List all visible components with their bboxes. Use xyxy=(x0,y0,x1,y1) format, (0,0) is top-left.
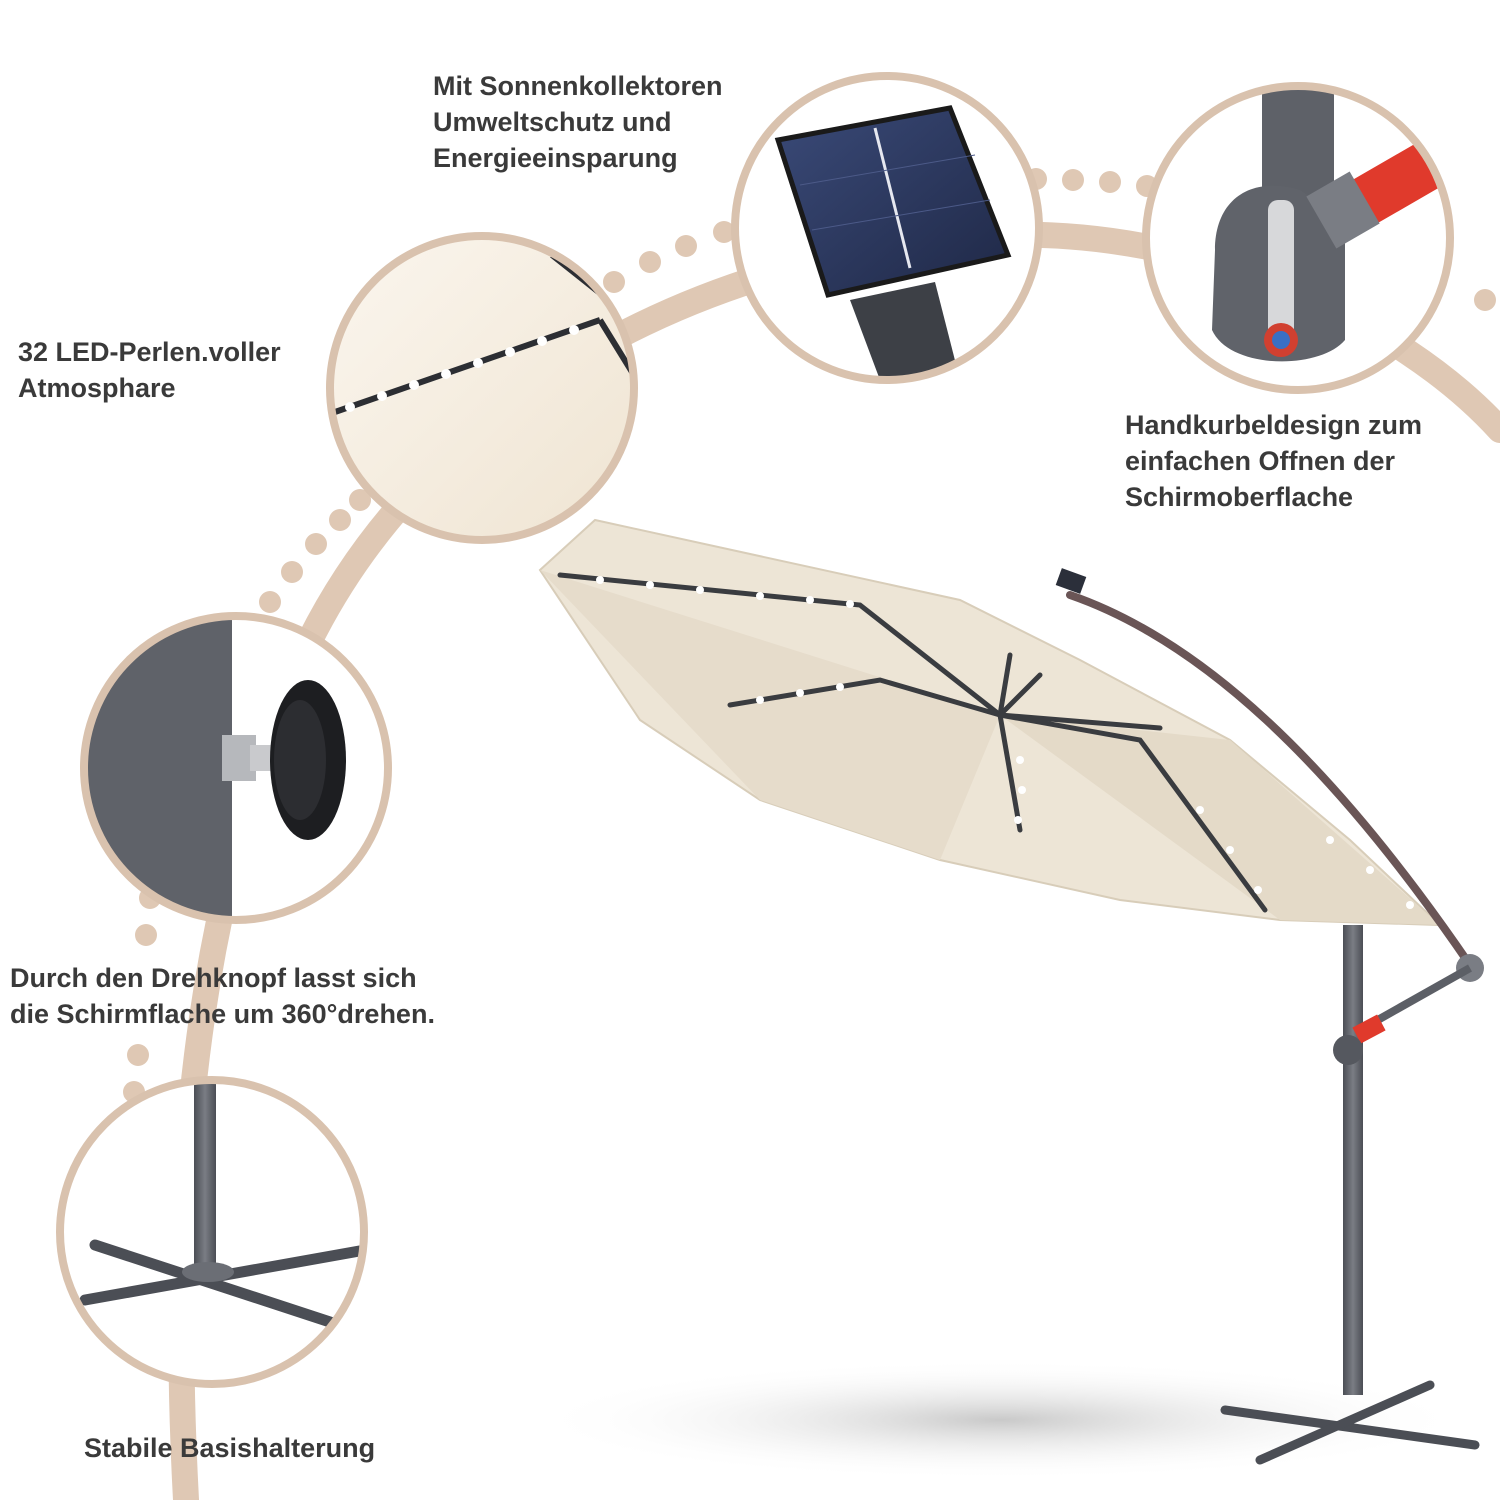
cross-base-icon xyxy=(79,1080,364,1328)
knob-caption: Durch den Drehknopf lasst sich die Schir… xyxy=(10,960,435,1032)
caption-line: Handkurbeldesign zum xyxy=(1125,410,1423,440)
caption-line: einfachen Offnen der xyxy=(1125,446,1396,476)
crank-caption: Handkurbeldesign zum einfachen Offnen de… xyxy=(1125,407,1422,515)
caption-line: Stabile Basishalterung xyxy=(84,1433,376,1463)
caption-line: Durch den Drehknopf lasst sich xyxy=(10,963,417,993)
caption-line: Energieeinsparung xyxy=(433,143,678,173)
knob-detail-circle xyxy=(80,612,392,924)
caption-line: Umweltschutz und xyxy=(433,107,672,137)
caption-line: Mit Sonnenkollektoren xyxy=(433,71,723,101)
solar-caption: Mit Sonnenkollektoren Umweltschutz und E… xyxy=(433,68,723,176)
led-caption: 32 LED-Perlen.voller Atmosphare xyxy=(18,334,281,406)
ground-shadow xyxy=(530,1360,1470,1480)
canopy-ribs xyxy=(557,572,1268,913)
solar-panel-icon xyxy=(774,105,1012,380)
umbrella-pole xyxy=(1343,925,1363,1395)
base-detail-circle xyxy=(56,1076,368,1388)
dotted-arc xyxy=(123,168,1496,1103)
caption-line: Atmosphare xyxy=(18,373,176,403)
caption-line: Schirmoberflache xyxy=(1125,482,1354,512)
umbrella-arm xyxy=(1066,591,1474,969)
crank-detail-circle xyxy=(1142,82,1454,394)
solar-detail-circle xyxy=(731,72,1043,384)
led-detail-circle xyxy=(326,232,638,544)
hand-crank-icon xyxy=(1212,86,1443,362)
umbrella-base xyxy=(1220,1380,1480,1465)
base-caption: Stabile Basishalterung xyxy=(84,1430,375,1466)
caption-line: 32 LED-Perlen.voller xyxy=(18,337,281,367)
solar-panel-small xyxy=(1055,568,1087,594)
caption-line: die Schirmflache um 360°drehen. xyxy=(10,999,435,1029)
led-lights xyxy=(596,576,1414,909)
cantilever-umbrella xyxy=(538,518,1484,1465)
